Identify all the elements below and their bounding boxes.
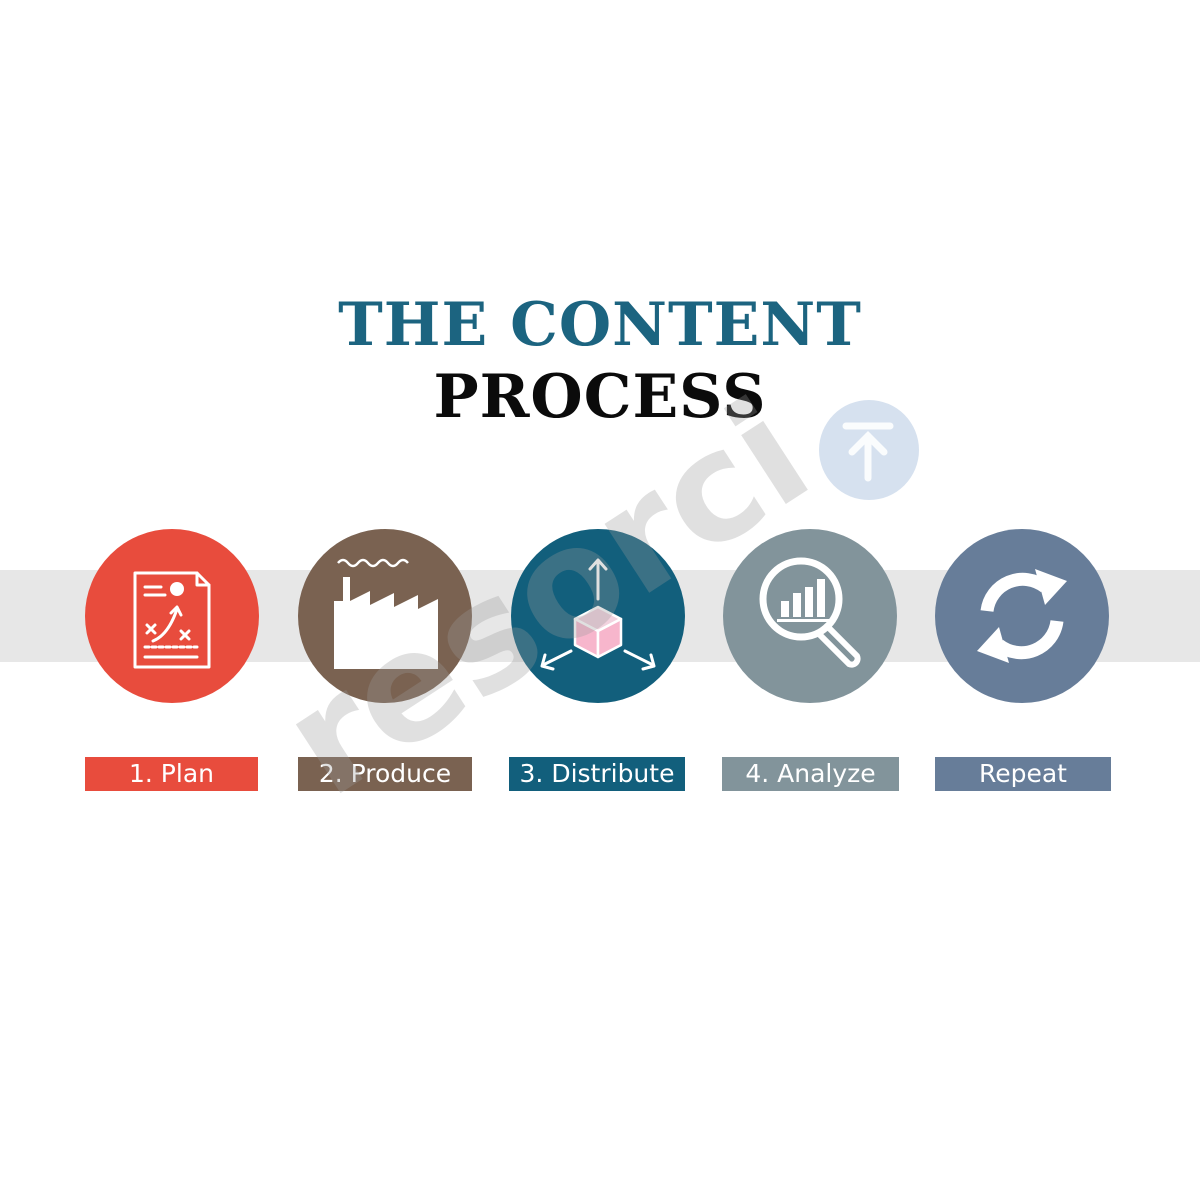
box-distribute-icon bbox=[540, 558, 656, 671]
step-distribute-label: 3. Distribute bbox=[509, 757, 685, 791]
title-line-1: THE CONTENT bbox=[338, 290, 862, 360]
step-analyze-circle bbox=[723, 529, 897, 703]
title-line-2: PROCESS bbox=[433, 362, 767, 432]
step-distribute-circle bbox=[511, 529, 685, 703]
factory-icon bbox=[334, 558, 438, 669]
step-repeat-label: Repeat bbox=[935, 757, 1111, 791]
step-repeat-circle bbox=[935, 529, 1109, 703]
step-analyze-label: 4. Analyze bbox=[722, 757, 899, 791]
step-plan-circle bbox=[85, 529, 259, 703]
refresh-cycle-icon bbox=[977, 569, 1067, 663]
magnifier-chart-icon bbox=[759, 557, 861, 668]
step-produce-label: 2. Produce bbox=[298, 757, 472, 791]
step-produce-circle bbox=[298, 529, 472, 703]
step-plan-label: 1. Plan bbox=[85, 757, 258, 791]
strategy-plan-icon bbox=[133, 571, 211, 669]
